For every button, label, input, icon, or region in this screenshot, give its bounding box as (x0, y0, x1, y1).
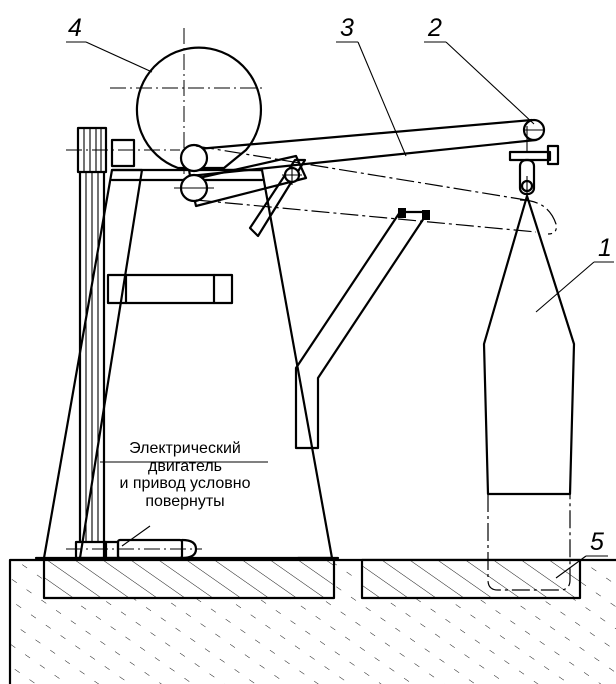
lever-3 (174, 118, 538, 233)
note-line-4: повернуты (145, 492, 225, 510)
strut (248, 158, 430, 450)
note-line-2: двигатель (148, 457, 222, 475)
belt-drive (66, 126, 180, 560)
callout-3: 3 (340, 14, 354, 42)
hook-2 (508, 118, 560, 196)
note-line-3: и привод условно (119, 475, 251, 493)
note-line-1: Электрический (129, 440, 241, 457)
bag-1 (482, 194, 576, 591)
leaders (66, 41, 614, 579)
ground-section (8, 558, 616, 684)
callout-4: 4 (68, 14, 82, 42)
electric-motor (66, 538, 202, 560)
callout-5: 5 (590, 528, 604, 556)
callout-2: 2 (428, 14, 442, 42)
callout-1: 1 (598, 234, 612, 262)
motor-note: Электрический двигатель и привод условно… (100, 440, 270, 510)
